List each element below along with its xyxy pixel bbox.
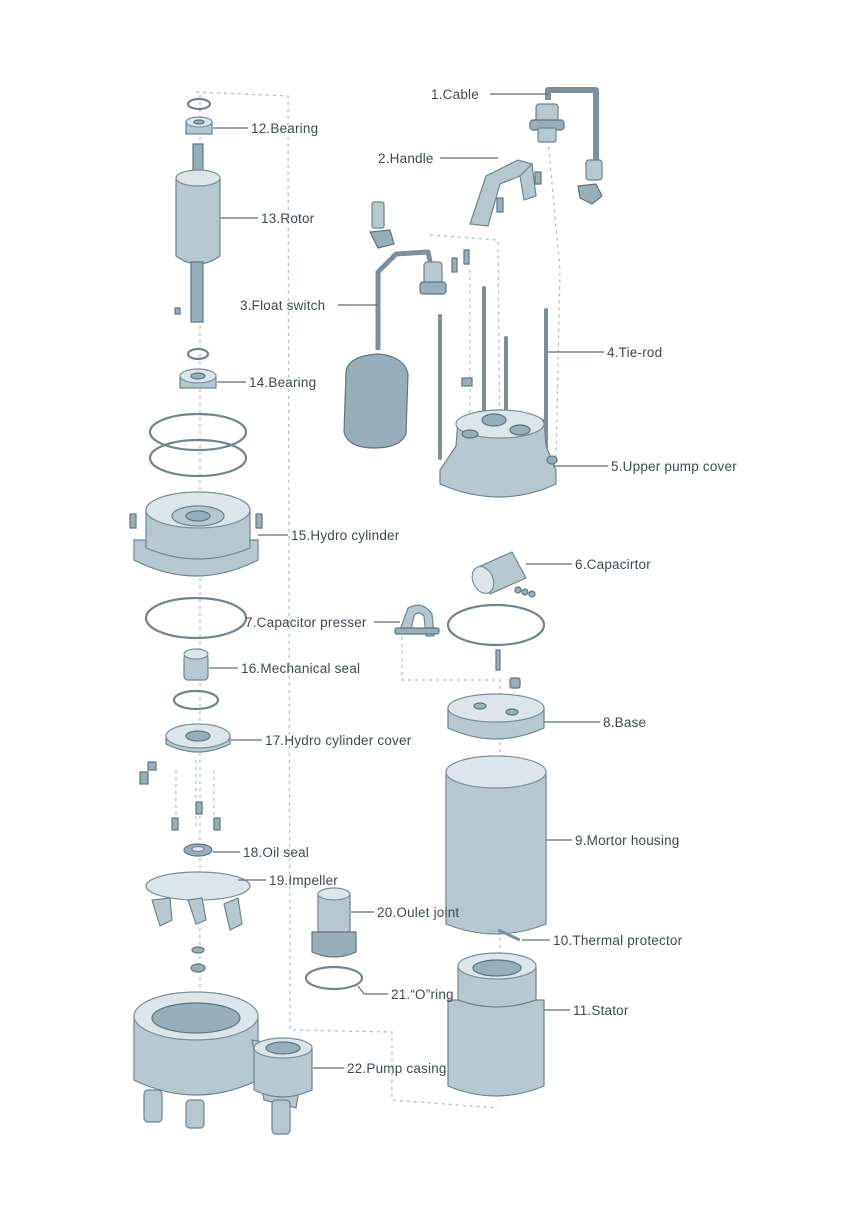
label-upper-pump-cover: 5.Upper pump cover bbox=[611, 459, 737, 474]
label-float-switch: 3.Float switch bbox=[240, 298, 325, 313]
lower-bearing-part bbox=[179, 347, 217, 389]
thermal-protector-part bbox=[497, 928, 521, 942]
handle-part bbox=[469, 159, 542, 227]
label-pump-casing: 22.Pump casing bbox=[347, 1061, 447, 1076]
label-impeller: 19.Impeller bbox=[269, 873, 338, 888]
label-tie-rod: 4.Tie-rod bbox=[607, 345, 662, 360]
hydro-cylinder-gasket bbox=[144, 596, 248, 640]
mechanical-seal-ring bbox=[172, 689, 220, 711]
impeller-part bbox=[145, 871, 251, 973]
oil-seal-part bbox=[183, 843, 213, 857]
label-bearing-top: 12.Bearing bbox=[251, 121, 318, 136]
base-part bbox=[447, 649, 545, 740]
label-base: 8.Base bbox=[603, 715, 646, 730]
stator-part bbox=[447, 952, 545, 1097]
o-ring-part bbox=[304, 965, 364, 991]
hydro-cylinder-part bbox=[129, 491, 263, 577]
label-mechanical-seal: 16.Mechanical seal bbox=[241, 661, 360, 676]
motor-housing-part bbox=[445, 755, 547, 935]
base-gasket-ring bbox=[446, 603, 546, 647]
label-o-ring: 21.“O”ring bbox=[391, 987, 454, 1002]
label-capacitor-presser: 7.Capacitor presser bbox=[245, 615, 367, 630]
pump-casing-part bbox=[133, 991, 313, 1135]
label-hydro-cylinder-cover: 17.Hydro cylinder cover bbox=[265, 733, 412, 748]
label-stator: 11.Stator bbox=[573, 1003, 629, 1018]
label-motor-housing: 9.Mortor housing bbox=[575, 833, 680, 848]
outlet-joint-part bbox=[311, 887, 357, 958]
label-bearing-lower: 14.Bearing bbox=[249, 375, 316, 390]
float-switch-part bbox=[343, 249, 447, 449]
label-rotor: 13.Rotor bbox=[261, 211, 315, 226]
label-capacitor: 6.Capacirtor bbox=[575, 557, 651, 572]
top-bearing-part bbox=[185, 97, 213, 135]
label-hydro-cylinder: 15.Hydro cylinder bbox=[291, 528, 400, 543]
tie-rod-part bbox=[438, 286, 548, 472]
label-cable: 1.Cable bbox=[431, 87, 479, 102]
gland-screws bbox=[369, 201, 473, 387]
label-oil-seal: 18.Oil seal bbox=[243, 845, 309, 860]
capacitor-presser-part bbox=[394, 604, 440, 637]
hydro-cylinder-cover-part bbox=[139, 723, 231, 831]
mechanical-seal-part bbox=[183, 648, 209, 681]
label-thermal-protector: 10.Thermal protector bbox=[553, 933, 683, 948]
rotor-part bbox=[174, 143, 221, 323]
hydro-cylinder-ring-lower bbox=[148, 438, 248, 478]
part-labels: 1.Cable 2.Handle 3.Float switch 4.Tie-ro… bbox=[240, 87, 737, 1076]
hydro-cylinder-ring-upper bbox=[148, 412, 248, 452]
label-handle: 2.Handle bbox=[378, 151, 434, 166]
upper-pump-cover-part bbox=[439, 409, 558, 498]
leader-lines bbox=[209, 93, 608, 1069]
label-outlet-joint: 20.Oulet joint bbox=[377, 905, 459, 920]
capacitor-part bbox=[471, 551, 536, 598]
cable-part bbox=[529, 87, 603, 205]
